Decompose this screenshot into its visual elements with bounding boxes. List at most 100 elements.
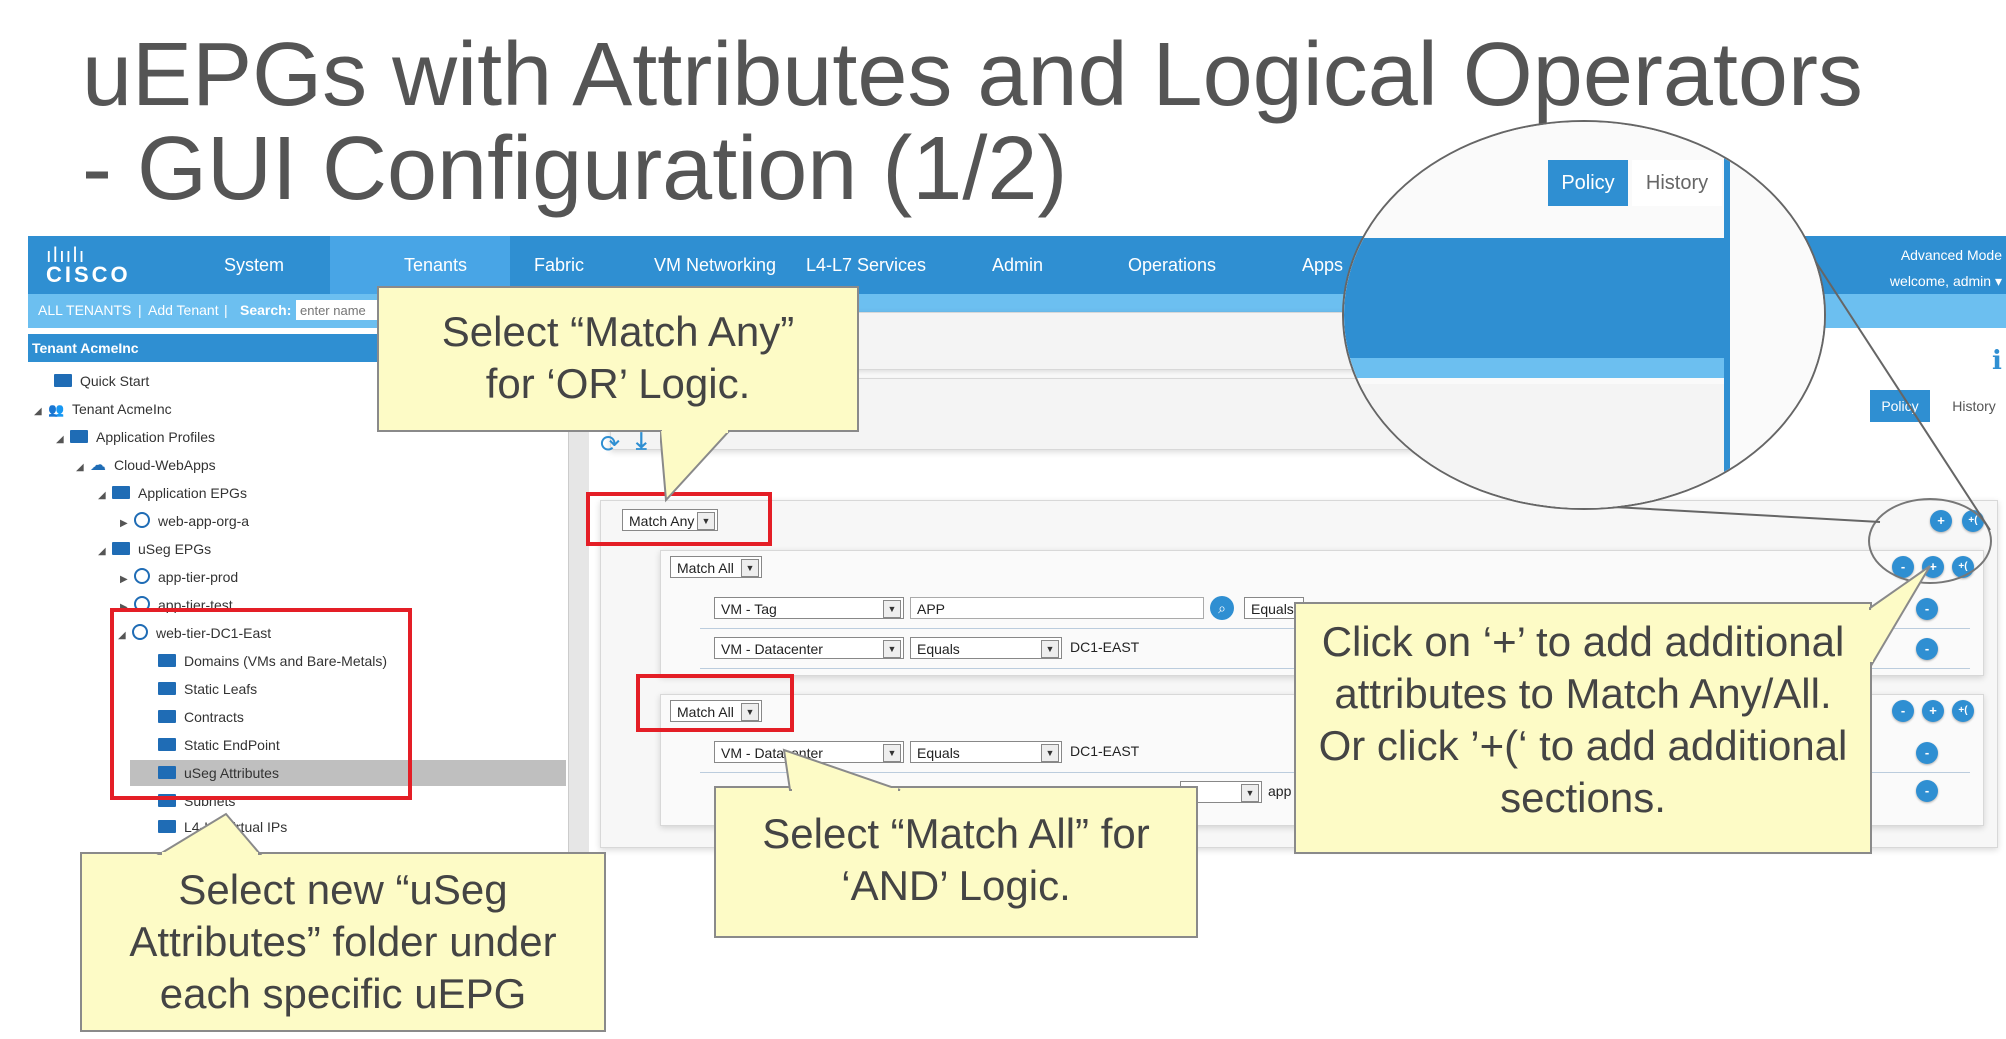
useg-subtree-highlight — [110, 608, 412, 800]
match-all-dropdown-1[interactable]: Match All▼ — [670, 556, 762, 578]
tree-item-app-tier-prod[interactable]: ▶ app-tier-prod — [120, 564, 238, 590]
advanced-mode-label[interactable]: Advanced Mode — [1900, 247, 2002, 263]
match-all-dropdown-2[interactable]: Match All▼ — [670, 700, 762, 722]
attribute-value[interactable]: app — [1268, 783, 1292, 799]
callout-match-all: Select “Match All” for ‘AND’ Logic. — [714, 786, 1198, 938]
zoom-tab-history[interactable]: History — [1632, 160, 1722, 206]
dropdown-arrow-icon: ▼ — [1041, 640, 1059, 658]
tree-item-web-tier-dc1-east[interactable]: ◢ web-tier-DC1-East — [118, 620, 271, 646]
tree-item-label: uSeg EPGs — [138, 541, 212, 557]
tab-history[interactable]: History — [1942, 390, 2006, 422]
expand-triangle-icon[interactable]: ◢ — [56, 434, 64, 445]
folder-icon — [158, 765, 176, 779]
download-icon[interactable]: ⤓ — [636, 428, 647, 455]
tree-item-cloud-webapps[interactable]: ◢ ☁ Cloud-WebApps — [76, 452, 216, 478]
nav-system[interactable]: System — [224, 255, 285, 275]
expand-triangle-icon[interactable]: ◢ — [34, 406, 42, 417]
callout-match-any-pointer — [660, 430, 732, 503]
callout-match-any-text: Select “Match Any” for ‘OR’ Logic. — [441, 308, 795, 407]
mode-area: Advanced Mode welcome, admin ▾ — [1890, 242, 2002, 294]
nav-fabric[interactable]: Fabric — [534, 255, 585, 275]
collapse-triangle-icon[interactable]: ▶ — [120, 602, 128, 613]
folder-icon — [158, 709, 176, 723]
tree-item-static-endpoint[interactable]: Static EndPoint — [158, 732, 280, 758]
tree-item-useg-attributes[interactable]: uSeg Attributes — [158, 760, 279, 786]
dropdown-arrow-icon: ▼ — [883, 600, 901, 618]
welcome-user-menu[interactable]: welcome, admin ▾ — [1889, 273, 2002, 289]
tree-item-useg-epgs[interactable]: ◢ uSeg EPGs — [98, 536, 211, 562]
remove-button[interactable]: - — [1916, 742, 1938, 764]
tree-item-label: app-tier-prod — [158, 569, 239, 585]
tag-value-input[interactable]: APP — [910, 597, 1204, 619]
all-tenants-link[interactable]: ALL TENANTS — [38, 302, 132, 318]
epg-icon — [134, 512, 150, 529]
collapse-triangle-icon[interactable]: ▶ — [120, 574, 128, 585]
expand-triangle-icon[interactable]: ◢ — [98, 490, 106, 501]
tree-item-domains[interactable]: Domains (VMs and Bare-Metals) — [158, 648, 387, 674]
remove-button[interactable]: - — [1916, 780, 1938, 802]
nav-vm-networking[interactable]: VM Networking — [654, 255, 777, 275]
nav-tenants[interactable]: Tenants — [330, 236, 510, 294]
operator-dropdown[interactable]: Equals▼ — [910, 637, 1062, 659]
nav-apps[interactable]: Apps — [1302, 255, 1344, 275]
remove-button[interactable]: - — [1916, 598, 1938, 620]
collapse-triangle-icon[interactable]: ▶ — [120, 518, 128, 529]
nav-operations[interactable]: Operations — [1128, 255, 1217, 275]
dropdown-arrow-icon: ▼ — [741, 559, 759, 577]
tree-item-application-profiles[interactable]: ◢ Application Profiles — [56, 424, 215, 450]
refresh-icon[interactable]: ⟳ — [600, 431, 621, 458]
attribute-type-dropdown[interactable]: VM - Tag▼ — [714, 597, 904, 619]
tree-item-tenant[interactable]: ◢👥Tenant AcmeInc — [34, 396, 172, 422]
tree-scrollbar[interactable] — [568, 330, 589, 852]
attribute-type-dropdown[interactable]: VM - Datacenter▼ — [714, 637, 904, 659]
callout-useg-pointer — [156, 812, 263, 856]
tree-item-label: Cloud-WebApps — [114, 457, 216, 473]
cisco-logo-word: CISCO — [46, 262, 131, 287]
remove-button[interactable]: - — [1916, 638, 1938, 660]
add-section-button[interactable]: +( — [1952, 700, 1974, 722]
attribute-value[interactable]: DC1-EAST — [1070, 743, 1140, 759]
operator-dropdown[interactable]: Equals▼ — [910, 741, 1062, 763]
add-tenant-link[interactable]: Add Tenant — [148, 302, 219, 318]
operator-field[interactable]: Equals — [1244, 597, 1304, 619]
folder-icon — [158, 653, 176, 667]
tree-item-label: Application Profiles — [96, 429, 216, 445]
tree-item-label: web-tier-DC1-East — [156, 625, 272, 641]
expand-triangle-icon[interactable]: ◢ — [118, 630, 126, 641]
magnifier-zoom-bubble: Policy History — [1342, 120, 1826, 510]
folder-icon — [112, 485, 130, 499]
info-icon[interactable]: i — [1992, 346, 2002, 376]
folder-icon — [54, 373, 72, 387]
zoom-tab-policy[interactable]: Policy — [1548, 160, 1628, 206]
tree-item-static-leafs[interactable]: Static Leafs — [158, 676, 257, 702]
remove-button[interactable]: - — [1892, 700, 1914, 722]
epg-icon — [134, 568, 150, 585]
zoom-source-ring — [1868, 498, 1992, 584]
tree-item-contracts[interactable]: Contracts — [158, 704, 244, 730]
app-profile-icon: ☁ — [90, 457, 106, 474]
tree-item-web-app-org-a[interactable]: ▶web-app-org-a — [120, 508, 249, 534]
expand-triangle-icon[interactable]: ◢ — [98, 546, 106, 557]
nav-l4-l7-services[interactable]: L4-L7 Services — [806, 255, 927, 275]
callout-useg-attributes: Select new “uSeg Attributes” folder unde… — [80, 852, 606, 1032]
dropdown-arrow-icon: ▼ — [883, 640, 901, 658]
cisco-logo[interactable]: ılıılı CISCO — [46, 245, 146, 287]
match-any-dropdown[interactable]: Match Any▼ — [622, 509, 718, 531]
folder-icon — [158, 737, 176, 751]
dropdown-arrow-icon: ▼ — [883, 744, 901, 762]
zoom-nav-band — [1344, 238, 1724, 358]
expand-triangle-icon[interactable]: ◢ — [76, 462, 84, 473]
attribute-value[interactable]: DC1-EAST — [1070, 639, 1140, 655]
tree-item-quick-start[interactable]: Quick Start — [54, 368, 149, 394]
tab-policy[interactable]: Policy — [1870, 390, 1930, 422]
nav-admin[interactable]: Admin — [992, 255, 1044, 275]
match-any-highlight — [586, 492, 772, 546]
search-icon[interactable]: ⌕ — [1210, 596, 1234, 620]
add-attribute-button[interactable]: + — [1922, 700, 1944, 722]
match-any-value: Match Any — [629, 513, 695, 529]
zoom-content — [1344, 384, 1724, 508]
tree-item-label: Tenant AcmeInc — [72, 401, 172, 417]
tree-item-application-epgs[interactable]: ◢Application EPGs — [98, 480, 247, 506]
operator-dropdown[interactable]: ▼ — [1180, 781, 1262, 803]
